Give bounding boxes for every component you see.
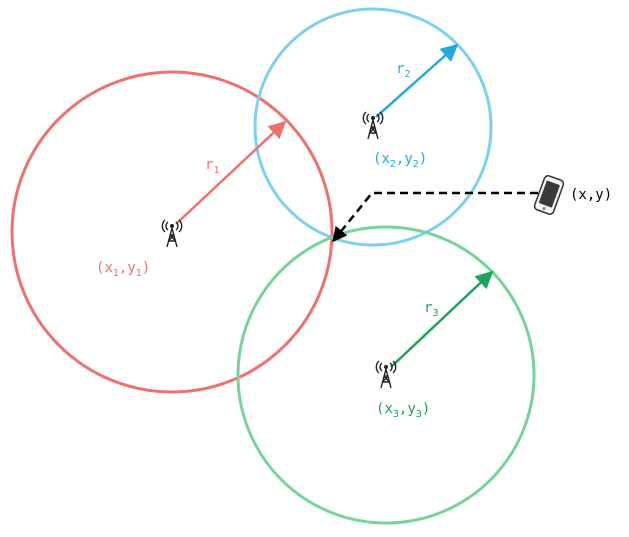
tower-coords-1: (x1,y1)	[96, 260, 150, 279]
radius-arrow-2	[375, 43, 459, 118]
coverage-circle-3	[236, 225, 536, 525]
coverage-circle-1	[10, 70, 334, 394]
position-path	[332, 191, 538, 243]
cell-tower-icon	[161, 219, 183, 248]
radius-label-3: r3	[424, 300, 438, 319]
tower-coords-3: (x3,y3)	[376, 401, 430, 420]
radius-arrow-1	[175, 120, 287, 225]
cell-tower-icon	[362, 111, 384, 140]
radius-arrow-3	[390, 270, 494, 368]
device-label: (x,y)	[570, 187, 612, 203]
coverage-circle-2	[253, 7, 493, 247]
smartphone-icon	[533, 175, 565, 215]
radius-label-1: r1	[205, 157, 219, 176]
tower-coords-2: (x2,y2)	[373, 151, 427, 170]
radius-label-2: r2	[396, 61, 410, 80]
